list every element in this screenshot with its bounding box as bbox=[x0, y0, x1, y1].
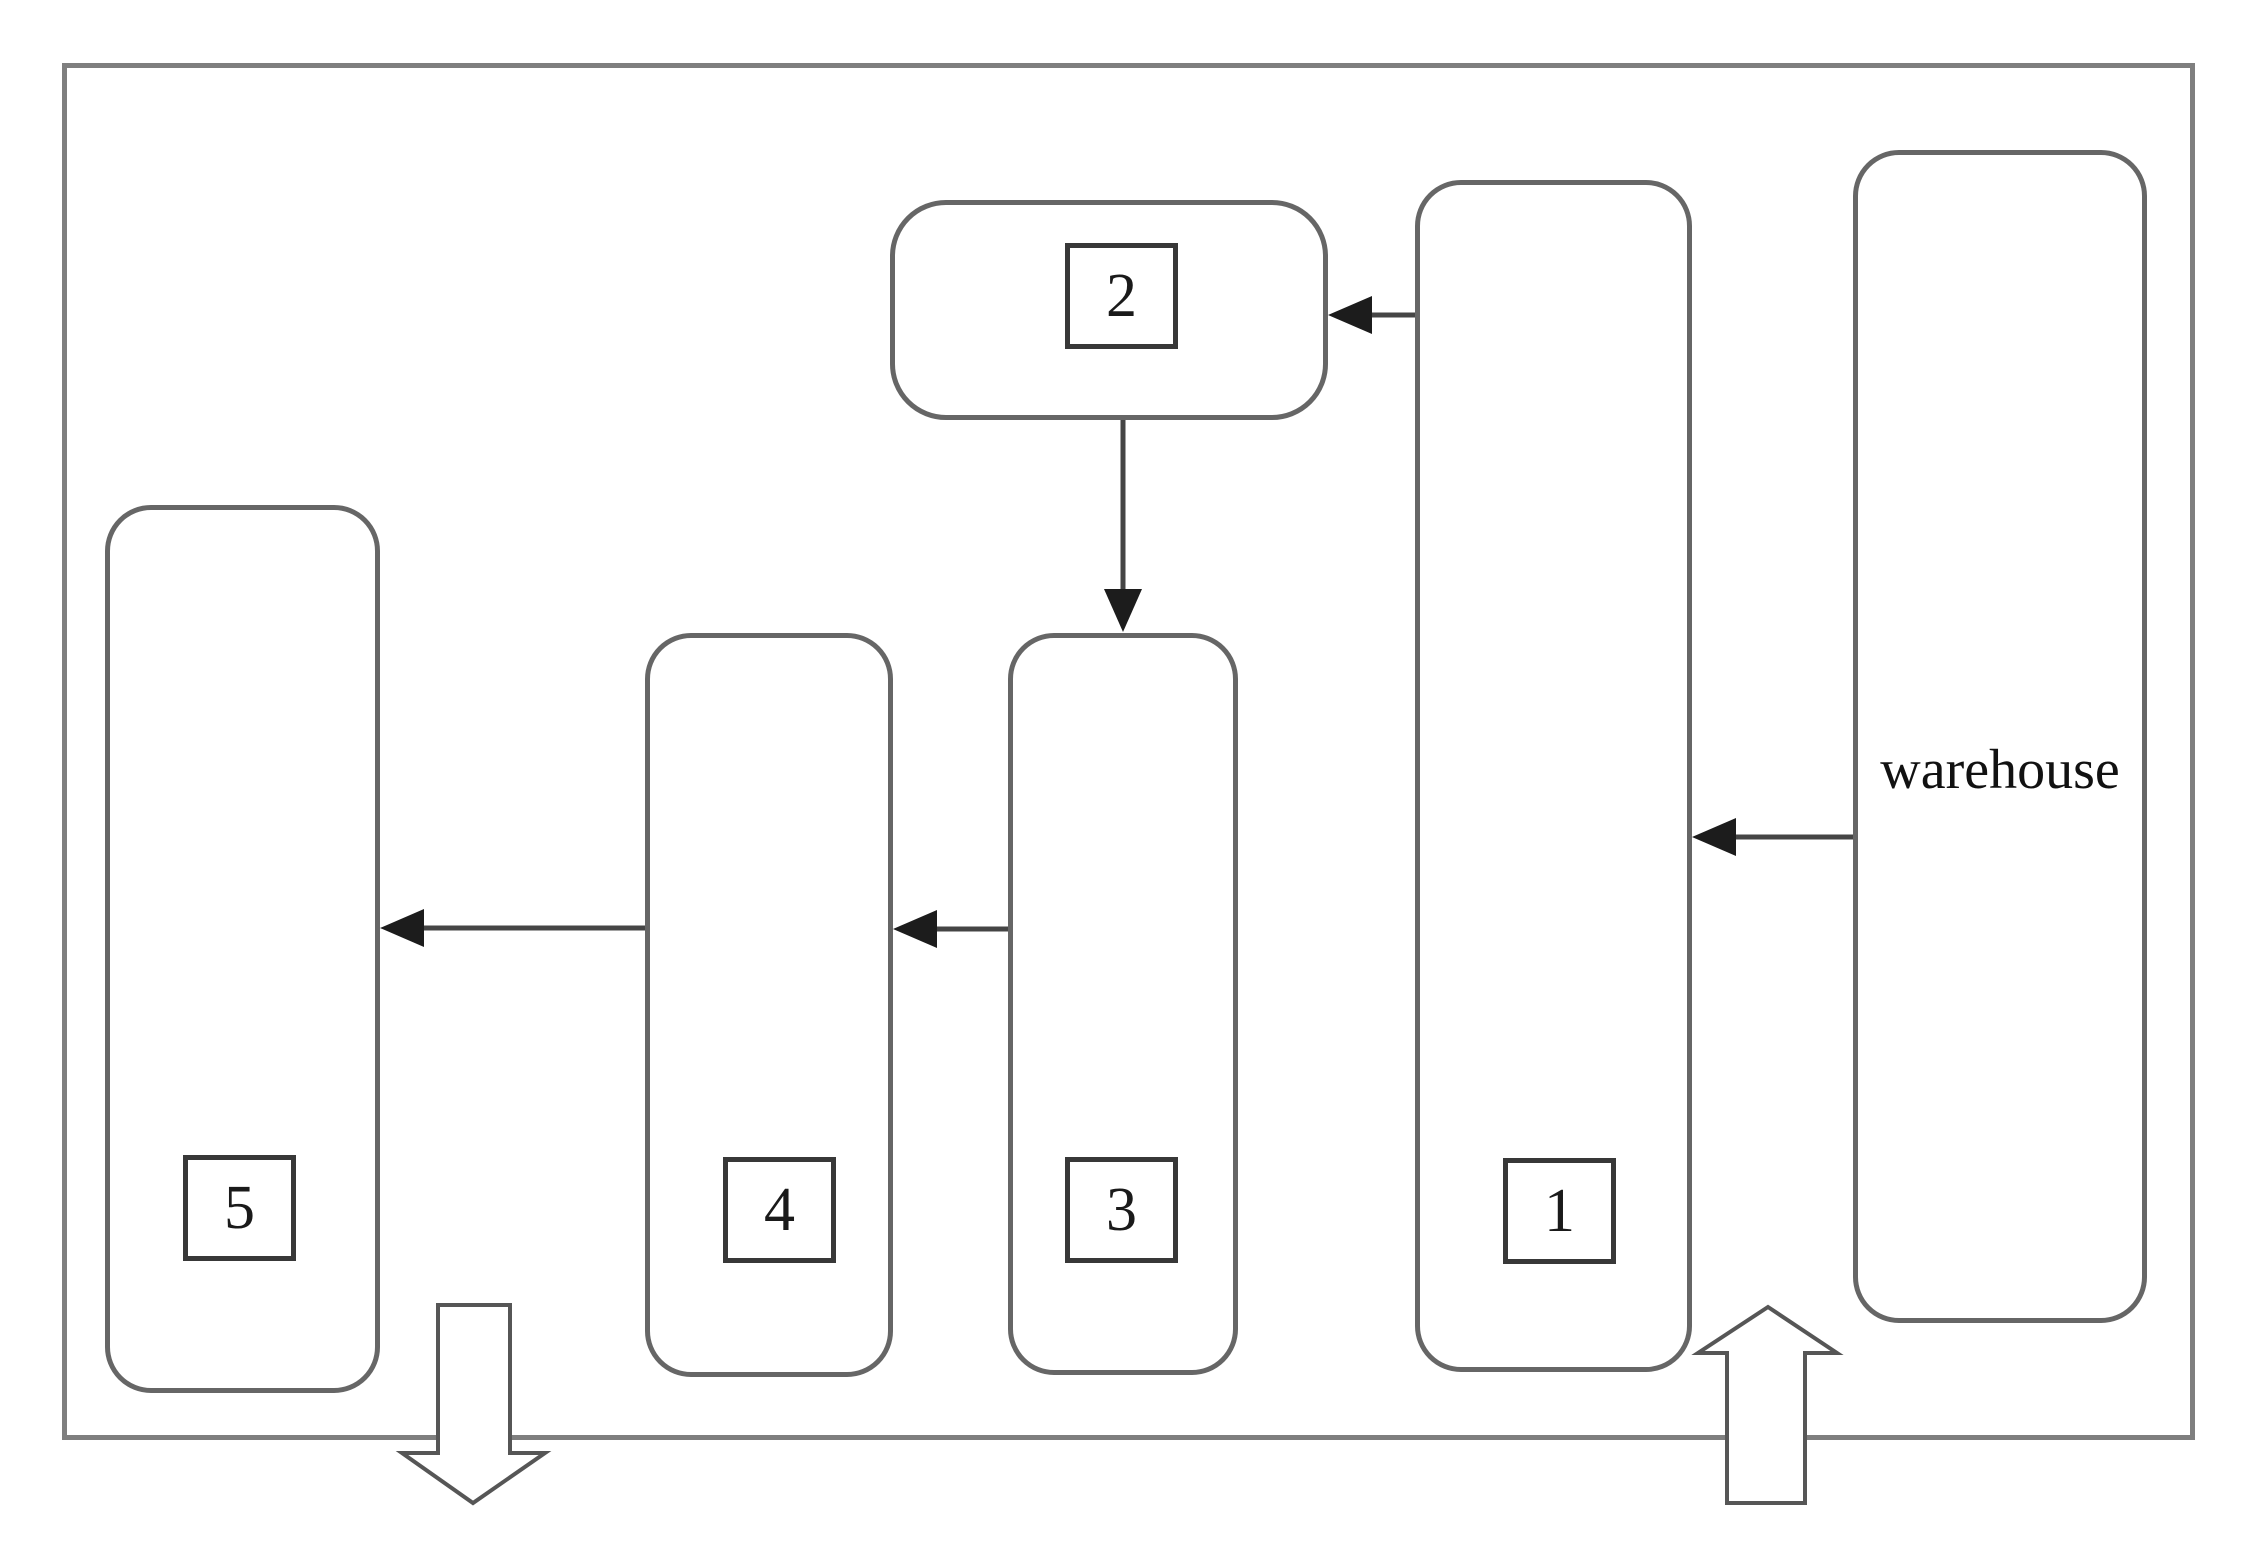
station-1-box bbox=[1415, 180, 1692, 1372]
station-1-label: 1 bbox=[1503, 1158, 1616, 1264]
arrow-station-3-to-station-4 bbox=[893, 910, 1008, 948]
arrow-station-2-to-station-3 bbox=[1104, 420, 1142, 632]
warehouse-label: warehouse bbox=[1880, 739, 2120, 801]
station-3-label: 3 bbox=[1065, 1157, 1178, 1263]
arrow-station-1-to-station-2 bbox=[1328, 296, 1415, 334]
station-2-number: 2 bbox=[1106, 262, 1137, 330]
warehouse-box bbox=[1853, 150, 2147, 1323]
outbound-block-arrow-down bbox=[395, 1303, 552, 1506]
station-1-number: 1 bbox=[1544, 1177, 1575, 1245]
arrow-warehouse-to-station-1 bbox=[1692, 818, 1853, 856]
station-5-box bbox=[105, 505, 380, 1393]
station-3-number: 3 bbox=[1106, 1176, 1137, 1244]
station-5-number: 5 bbox=[224, 1174, 255, 1242]
inbound-block-arrow-up bbox=[1691, 1304, 1844, 1505]
station-2-label: 2 bbox=[1065, 243, 1178, 349]
station-5-label: 5 bbox=[183, 1155, 296, 1261]
arrow-station-4-to-station-5 bbox=[380, 909, 645, 947]
station-4-label: 4 bbox=[723, 1157, 836, 1263]
station-4-number: 4 bbox=[764, 1176, 795, 1244]
